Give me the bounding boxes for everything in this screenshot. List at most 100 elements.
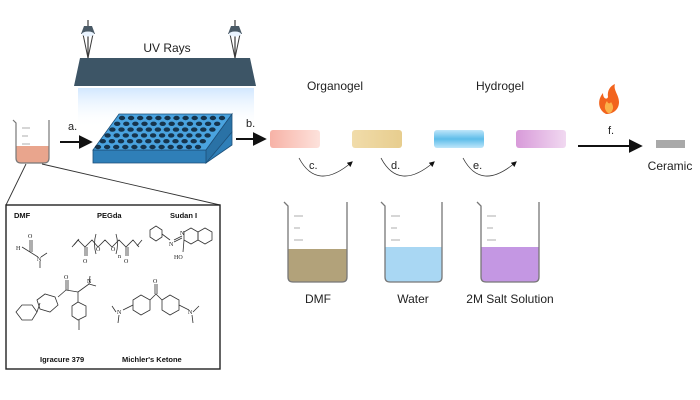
tray-well xyxy=(181,139,188,144)
tray-wells xyxy=(94,115,226,150)
tray-well xyxy=(113,144,120,150)
tray-well xyxy=(122,133,129,138)
tray-well xyxy=(158,144,165,150)
chem-label-dmf: DMF xyxy=(14,211,31,220)
tray-well xyxy=(158,133,166,138)
tray-well xyxy=(186,133,193,138)
tray-well xyxy=(131,133,139,138)
tray-well xyxy=(150,121,157,127)
dmf-atom-o: O xyxy=(28,234,33,240)
tray-well xyxy=(172,139,179,144)
michler-structure: O N N xyxy=(111,279,200,324)
chem-label-michler: Michler's Ketone xyxy=(122,355,182,364)
tray-well xyxy=(218,115,226,121)
tray-well xyxy=(168,121,175,127)
salt-beaker-label: 2M Salt Solution xyxy=(466,292,553,306)
tray-well xyxy=(109,127,116,132)
hydrogel-strip xyxy=(434,130,484,148)
tray-well xyxy=(136,139,143,144)
tray-well xyxy=(194,144,202,150)
tray-well xyxy=(108,139,116,144)
tray-well xyxy=(167,144,174,150)
dmf-atom-n: N xyxy=(37,257,42,263)
irgacure-atom-o: O xyxy=(64,275,69,281)
dmf-beaker-label: DMF xyxy=(305,292,331,306)
tray-well xyxy=(118,115,126,121)
tray-well xyxy=(131,144,138,150)
tray-well xyxy=(154,127,162,132)
tray-well xyxy=(177,121,184,127)
organogel-label: Organogel xyxy=(307,79,363,93)
tray-well xyxy=(199,139,206,144)
beaker-salt xyxy=(476,201,540,283)
chem-label-pegda: PEGda xyxy=(97,211,122,220)
tray-well xyxy=(200,127,207,132)
tray-well xyxy=(103,144,111,150)
sudan-atom-n2: N xyxy=(180,231,185,237)
ceramic-label: Ceramic xyxy=(648,159,693,173)
tray-well xyxy=(136,127,143,132)
tray-well xyxy=(185,144,193,150)
tray-well xyxy=(126,139,134,144)
tray-well xyxy=(204,121,212,127)
sudan-atom-n1: N xyxy=(169,242,174,248)
tray-well xyxy=(195,133,202,138)
beaker-dmf xyxy=(283,201,348,283)
lamp-mount-left xyxy=(81,20,95,59)
tray-well xyxy=(137,115,144,121)
tray-well xyxy=(182,115,189,121)
step-f-label: f. xyxy=(608,125,614,137)
tray-well xyxy=(123,121,130,127)
tray-well xyxy=(117,139,125,144)
tray-well xyxy=(145,127,152,132)
tray-well xyxy=(122,144,129,150)
arrow-d xyxy=(380,157,435,177)
michler-atom-n2: N xyxy=(188,310,193,316)
tray-well xyxy=(186,121,194,127)
pegda-atom-o4: O xyxy=(111,247,116,253)
tray-well xyxy=(145,139,152,144)
tray-well xyxy=(200,115,207,121)
tray-well xyxy=(209,127,216,132)
chem-label-irgacure: Igracure 379 xyxy=(40,355,84,364)
salt-gel-strip xyxy=(516,130,566,148)
tray-well xyxy=(168,133,175,138)
tray-well xyxy=(132,121,139,127)
michler-atom-n1: N xyxy=(117,310,122,316)
irgacure-structure: O N xyxy=(15,275,97,330)
pegda-subscript-n: n xyxy=(118,254,121,260)
tray-well xyxy=(127,127,134,132)
organogel-strip xyxy=(352,130,402,148)
tray-well xyxy=(99,139,107,144)
tray-well xyxy=(190,139,197,144)
arrow-e xyxy=(462,157,517,177)
michler-atom-o: O xyxy=(153,279,158,285)
water-beaker-label: Water xyxy=(397,292,429,306)
tray-well xyxy=(114,121,121,127)
tray-well xyxy=(163,127,171,132)
tray-well xyxy=(140,133,148,138)
lamp-bar xyxy=(74,58,256,86)
tray-well xyxy=(140,144,147,150)
tray-well xyxy=(149,144,156,150)
dmf-atom-h: H xyxy=(16,246,21,252)
ceramic-piece xyxy=(656,140,685,148)
tray-well xyxy=(191,127,198,132)
sudan-structure: N N HO xyxy=(149,225,213,261)
sudan-atom-ho: HO xyxy=(174,255,183,261)
step-d-label: d. xyxy=(391,160,400,172)
tray-well xyxy=(164,115,171,121)
tray-well xyxy=(191,115,198,121)
tray-well xyxy=(163,139,170,144)
tray-well xyxy=(176,144,183,150)
dmf-structure: H O N xyxy=(16,234,48,268)
tray-well xyxy=(113,133,120,138)
step-b-label: b. xyxy=(246,118,255,130)
tray-well xyxy=(173,115,180,121)
tray-well xyxy=(155,115,162,121)
chem-label-sudan: Sudan I xyxy=(170,211,197,220)
tray-well xyxy=(195,121,203,127)
tray-well xyxy=(146,115,153,121)
tray-well xyxy=(209,115,217,121)
